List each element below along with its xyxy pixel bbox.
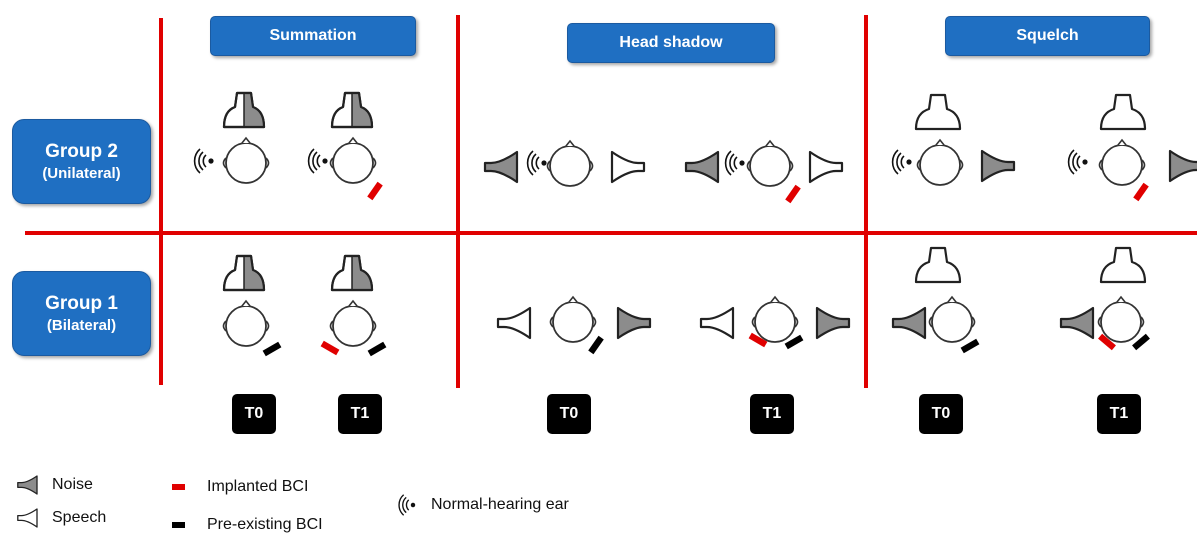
timepoint-headshadow-t1: T1: [750, 394, 794, 434]
cell-headshadow-group1: [496, 296, 851, 355]
cell-headshadow-group2: [483, 140, 844, 204]
timepoint-squelch-t0: T0: [919, 394, 963, 434]
legend-icons: [17, 475, 416, 528]
cell-summation-group1: [222, 254, 387, 357]
legend-preexisting-label: Pre-existing BCI: [207, 516, 323, 533]
cell-squelch-group2: [891, 93, 1197, 202]
cell-squelch-group1: [891, 246, 1150, 354]
timepoint-squelch-t1: T1: [1097, 394, 1141, 434]
group-1-box: Group 1 (Bilateral): [12, 271, 151, 356]
header-head-shadow: Head shadow: [567, 23, 775, 63]
group-1-type: (Bilateral): [46, 316, 117, 334]
group-2-name: Group 2: [45, 140, 118, 162]
header-summation: Summation: [210, 16, 416, 56]
legend-noise-label: Noise: [52, 476, 93, 493]
group-2-type: (Unilateral): [42, 164, 121, 182]
timepoint-summation-t1: T1: [338, 394, 382, 434]
timepoint-summation-t0: T0: [232, 394, 276, 434]
legend-implanted-label: Implanted BCI: [207, 478, 309, 495]
cell-summation-group2: [193, 91, 383, 201]
timepoint-headshadow-t0: T0: [547, 394, 591, 434]
header-squelch: Squelch: [945, 16, 1150, 56]
group-2-box: Group 2 (Unilateral): [12, 119, 151, 204]
legend-implanted-swatch: [172, 484, 185, 490]
group-1-name: Group 1: [45, 292, 118, 314]
legend-normal-ear-label: Normal-hearing ear: [431, 496, 569, 513]
legend-preexisting-swatch: [172, 522, 185, 528]
legend-speech-label: Speech: [52, 509, 107, 526]
